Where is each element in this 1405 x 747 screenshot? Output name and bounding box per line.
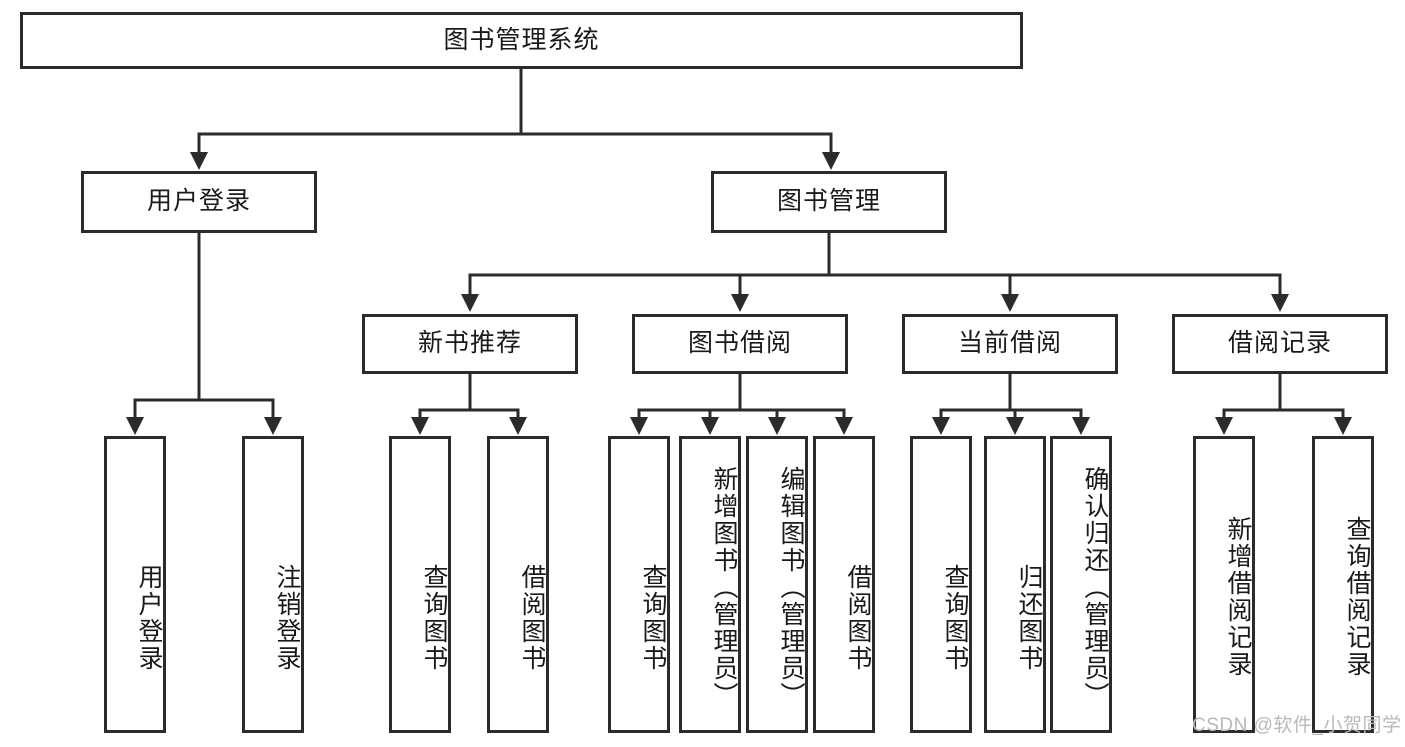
leaf-add-borrow-record-label: 新增借阅记录 (1224, 515, 1252, 678)
leaf-add-book-admin-label: 新增图书（管理员） (710, 466, 738, 709)
leaf-logout[interactable]: 注销登录 (242, 436, 304, 733)
leaf-edit-book-admin-label: 编辑图书（管理员） (777, 466, 805, 709)
leaf-borrow-book[interactable]: 借阅图书 (813, 436, 875, 733)
leaf-confirm-return-admin[interactable]: 确认归还（管理员） (1050, 436, 1112, 733)
node-current-borrow-label: 当前借阅 (957, 329, 1062, 358)
node-user-login-label: 用户登录 (146, 187, 251, 216)
node-book-borrow[interactable]: 图书借阅 (632, 314, 848, 374)
leaf-query-book-current[interactable]: 查询图书 (910, 436, 972, 733)
leaf-query-book-recommend[interactable]: 查询图书 (389, 436, 451, 733)
node-new-book-recommend-label: 新书推荐 (417, 329, 522, 358)
leaf-query-book-current-label: 查询图书 (941, 563, 969, 672)
leaf-return-book[interactable]: 归还图书 (984, 436, 1046, 733)
leaf-query-book-borrow-label: 查询图书 (639, 563, 667, 672)
node-current-borrow[interactable]: 当前借阅 (902, 314, 1118, 374)
leaf-borrow-book-recommend-label: 借阅图书 (518, 563, 546, 672)
leaf-borrow-book-label: 借阅图书 (844, 563, 872, 672)
node-book-management[interactable]: 图书管理 (711, 171, 947, 233)
leaf-add-book-admin[interactable]: 新增图书（管理员） (679, 436, 741, 733)
leaf-edit-book-admin[interactable]: 编辑图书（管理员） (746, 436, 808, 733)
leaf-logout-label: 注销登录 (273, 563, 301, 672)
leaf-user-login-label: 用户登录 (135, 563, 163, 672)
leaf-confirm-return-admin-label: 确认归还（管理员） (1081, 466, 1109, 709)
node-borrow-record-label: 借阅记录 (1227, 329, 1332, 358)
leaf-query-borrow-record-label: 查询借阅记录 (1343, 515, 1371, 678)
leaf-borrow-book-recommend[interactable]: 借阅图书 (487, 436, 549, 733)
watermark: CSDN @软件_小贺同学 (1192, 715, 1402, 736)
node-user-login[interactable]: 用户登录 (81, 171, 317, 233)
leaf-query-book-borrow[interactable]: 查询图书 (608, 436, 670, 733)
leaf-return-book-label: 归还图书 (1015, 563, 1043, 672)
leaf-user-login[interactable]: 用户登录 (104, 436, 166, 733)
node-borrow-record[interactable]: 借阅记录 (1172, 314, 1388, 374)
node-new-book-recommend[interactable]: 新书推荐 (362, 314, 578, 374)
node-book-borrow-label: 图书借阅 (687, 329, 792, 358)
node-root-label: 图书管理系统 (443, 25, 600, 54)
leaf-query-borrow-record[interactable]: 查询借阅记录 (1312, 436, 1374, 733)
node-root[interactable]: 图书管理系统 (20, 12, 1023, 69)
leaf-query-book-recommend-label: 查询图书 (420, 563, 448, 672)
node-book-management-label: 图书管理 (776, 187, 881, 216)
leaf-add-borrow-record[interactable]: 新增借阅记录 (1193, 436, 1255, 733)
